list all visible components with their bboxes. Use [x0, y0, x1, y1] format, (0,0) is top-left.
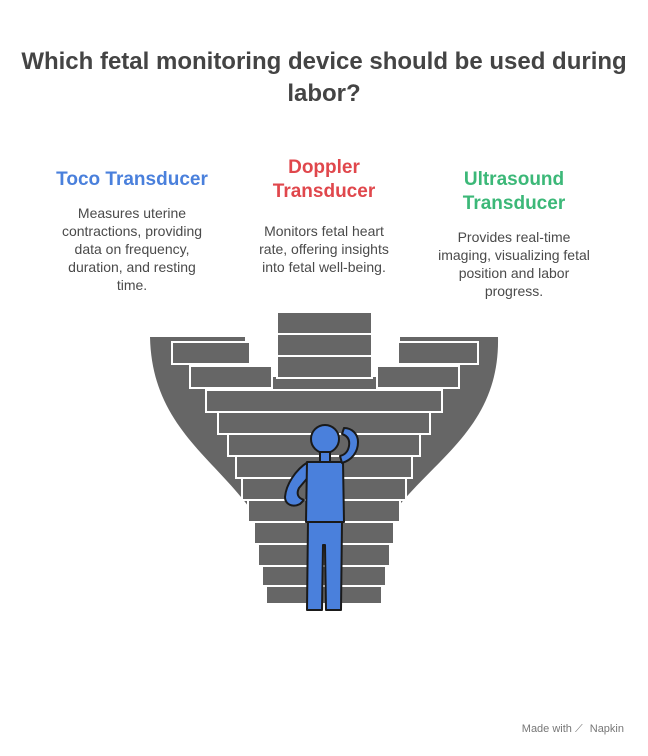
- right-step: [376, 365, 460, 389]
- page-title: Which fetal monitoring device should be …: [21, 48, 627, 107]
- doppler-transducer-column: Doppler Transducer Monitors fetal heart …: [232, 156, 416, 276]
- ultrasound-description: Provides real-time imaging, visualizing …: [438, 229, 590, 299]
- right-step: [397, 341, 479, 365]
- left-step: [189, 365, 273, 389]
- person-head: [310, 424, 340, 454]
- lower-step: [205, 389, 443, 413]
- lower-step: [257, 543, 391, 567]
- center-step: [276, 355, 373, 379]
- toco-transducer-column: Toco Transducer Measures uterine contrac…: [32, 168, 232, 294]
- right-steps: [376, 341, 479, 389]
- lower-step: [265, 585, 383, 605]
- center-step: [276, 333, 373, 357]
- lower-step: [261, 565, 387, 587]
- ultrasound-transducer-column: Ultrasound Transducer Provides real-time…: [418, 168, 610, 300]
- ultrasound-heading: Ultrasound Transducer: [462, 169, 566, 214]
- person-legs: [306, 519, 343, 611]
- doppler-description: Monitors fetal heart rate, offering insi…: [259, 223, 389, 275]
- center-step: [276, 311, 373, 335]
- doppler-heading: Doppler Transducer: [272, 157, 376, 202]
- brand-name: Napkin: [589, 723, 624, 735]
- center-tower: [276, 311, 373, 379]
- person-right-arm: [339, 427, 359, 464]
- left-step: [171, 341, 251, 365]
- person-torso: [305, 461, 345, 523]
- made-with-label: Made with: [521, 723, 572, 735]
- toco-heading: Toco Transducer: [56, 169, 208, 190]
- footer: Made with ⟋ Napkin: [522, 723, 624, 736]
- left-steps: [171, 341, 273, 389]
- toco-description: Measures uterine contractions, providing…: [61, 205, 203, 293]
- person-neck: [319, 451, 331, 463]
- person-left-arm: [284, 461, 311, 507]
- napkin-logo-icon: ⟋: [574, 723, 583, 735]
- person-thinking-icon: [284, 424, 359, 611]
